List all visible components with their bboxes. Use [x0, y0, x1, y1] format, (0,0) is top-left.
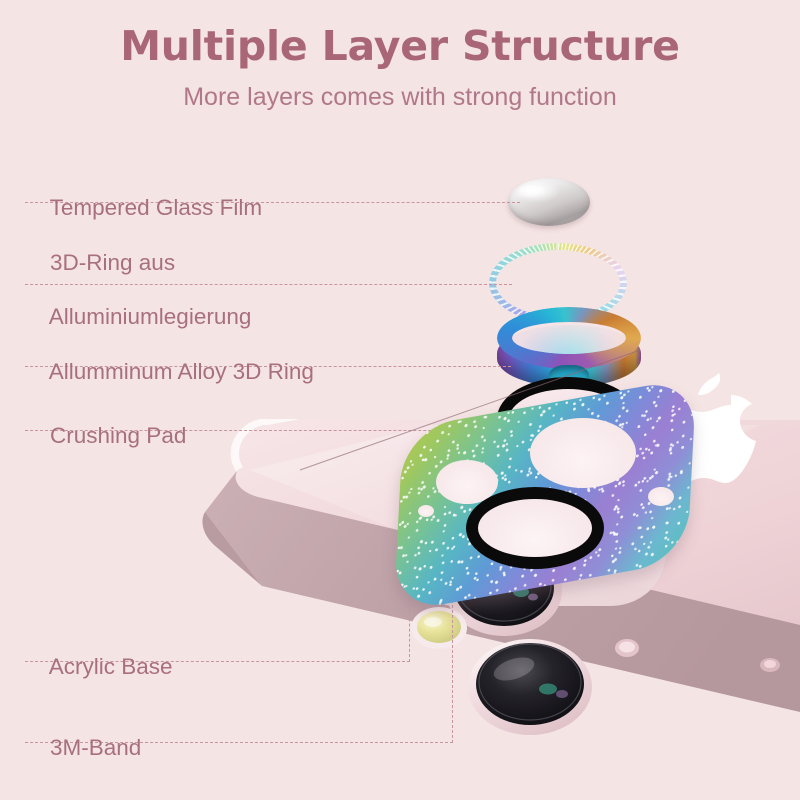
label-tempered-glass-film: Tempered Glass Film [25, 167, 263, 248]
led-flash [411, 607, 467, 649]
leader-line-3d-ring-aluminium [25, 284, 512, 285]
label-text: Allumminum Alloy 3D Ring [48, 359, 314, 384]
plate-small-hole-left [418, 505, 434, 517]
label-text: 3M-Band [50, 735, 142, 760]
plate-cutout-upper [530, 418, 636, 488]
label-3m-band: 3M-Band [25, 707, 141, 788]
camera-lens-lower [468, 639, 592, 735]
leader-line-acrylic-base [25, 661, 410, 662]
part-tempered-glass-dome [508, 178, 590, 226]
label-3d-ring-aluminium: 3D-Ring aus Alluminiumlegierung [25, 222, 252, 357]
page-subtitle: More layers comes with strong function [183, 83, 617, 111]
label-text: Crushing Pad [50, 423, 187, 448]
alloy-ring-top [497, 307, 641, 369]
label-text: Acrylic Base [48, 654, 173, 679]
microphone-hole [615, 639, 639, 657]
leader-line-3m-band [25, 742, 453, 743]
label-text-line2: Alluminiumlegierung [48, 304, 252, 329]
label-text: Tempered Glass Film [49, 195, 263, 220]
leader-line-crushing-pad [25, 430, 501, 431]
label-crushing-pad: Crushing Pad [25, 395, 186, 476]
plate-small-hole-right [648, 487, 674, 506]
phone-side-button [760, 658, 780, 672]
label-aluminum-alloy-3d-ring: Allumminum Alloy 3D Ring [25, 331, 314, 412]
leader-line-aluminum-alloy-3d-ring [25, 366, 511, 367]
part-crushing-pad-ring-lower [466, 487, 604, 569]
page-title: Multiple Layer Structure [120, 22, 680, 70]
leader-riser-3m-band [452, 595, 453, 743]
label-acrylic-base: Acrylic Base [25, 626, 173, 707]
label-text-line1: 3D-Ring aus [50, 250, 176, 275]
leader-line-tempered-glass-film [25, 202, 520, 203]
